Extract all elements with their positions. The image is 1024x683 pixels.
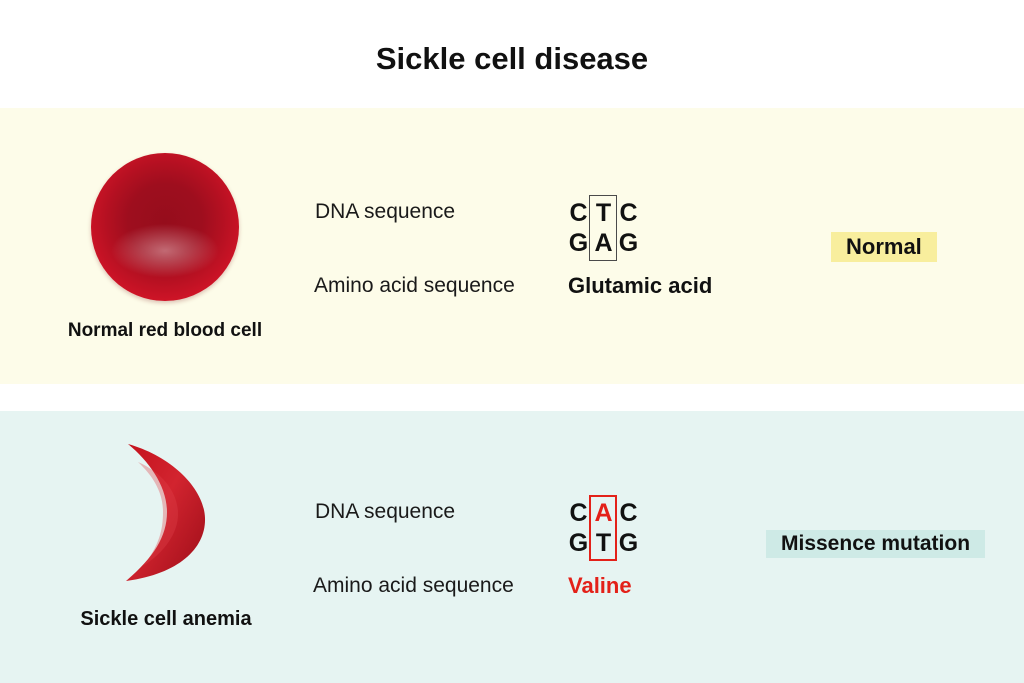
base-letter: C [569, 199, 588, 227]
base-letter-mutation-site: T [595, 529, 612, 557]
base-letter: C [619, 199, 638, 227]
base-letter: G [568, 229, 589, 257]
normal-panel: Normal red blood cell DNA sequence C T C… [0, 108, 1024, 384]
sickle-codon-bottom-strand: G T G [566, 528, 642, 558]
normal-codon-bottom-strand: G A G [566, 228, 642, 258]
red-blood-cell-illustration [91, 153, 239, 301]
mutation-status-badge: Missence mutation [766, 530, 986, 558]
base-letter: G [618, 529, 639, 557]
base-letter-mutated: A [594, 499, 613, 527]
sickle-cell-illustration [126, 444, 206, 581]
sickle-panel: Sickle cell anemia DNA sequence C A C G … [0, 411, 1024, 683]
normal-amino-acid-value: Glutamic acid [568, 273, 713, 298]
normal-cell-label: Normal red blood cell [67, 320, 263, 341]
sickle-dna-sequence-label: DNA sequence [315, 500, 456, 523]
base-letter: G [568, 529, 589, 557]
normal-amino-sequence-label: Amino acid sequence [314, 274, 515, 297]
base-letter-mutation-site: A [594, 229, 613, 257]
normal-dna-sequence-label: DNA sequence [315, 200, 456, 223]
normal-status-badge: Normal [831, 232, 937, 262]
sickle-cell-label: Sickle cell anemia [80, 608, 252, 630]
sickle-amino-acid-value: Valine [568, 573, 632, 598]
base-letter: C [619, 499, 638, 527]
base-letter-mutation-site: T [595, 199, 612, 227]
sickle-dna-codon: C A C G T G [566, 495, 642, 561]
normal-dna-codon: C T C G A G [566, 195, 642, 261]
base-letter: C [569, 499, 588, 527]
base-letter: G [618, 229, 639, 257]
page-title: Sickle cell disease [375, 41, 649, 76]
sickle-codon-top-strand: C A C [566, 498, 642, 528]
normal-codon-top-strand: C T C [566, 198, 642, 228]
sickle-amino-sequence-label: Amino acid sequence [313, 574, 514, 597]
